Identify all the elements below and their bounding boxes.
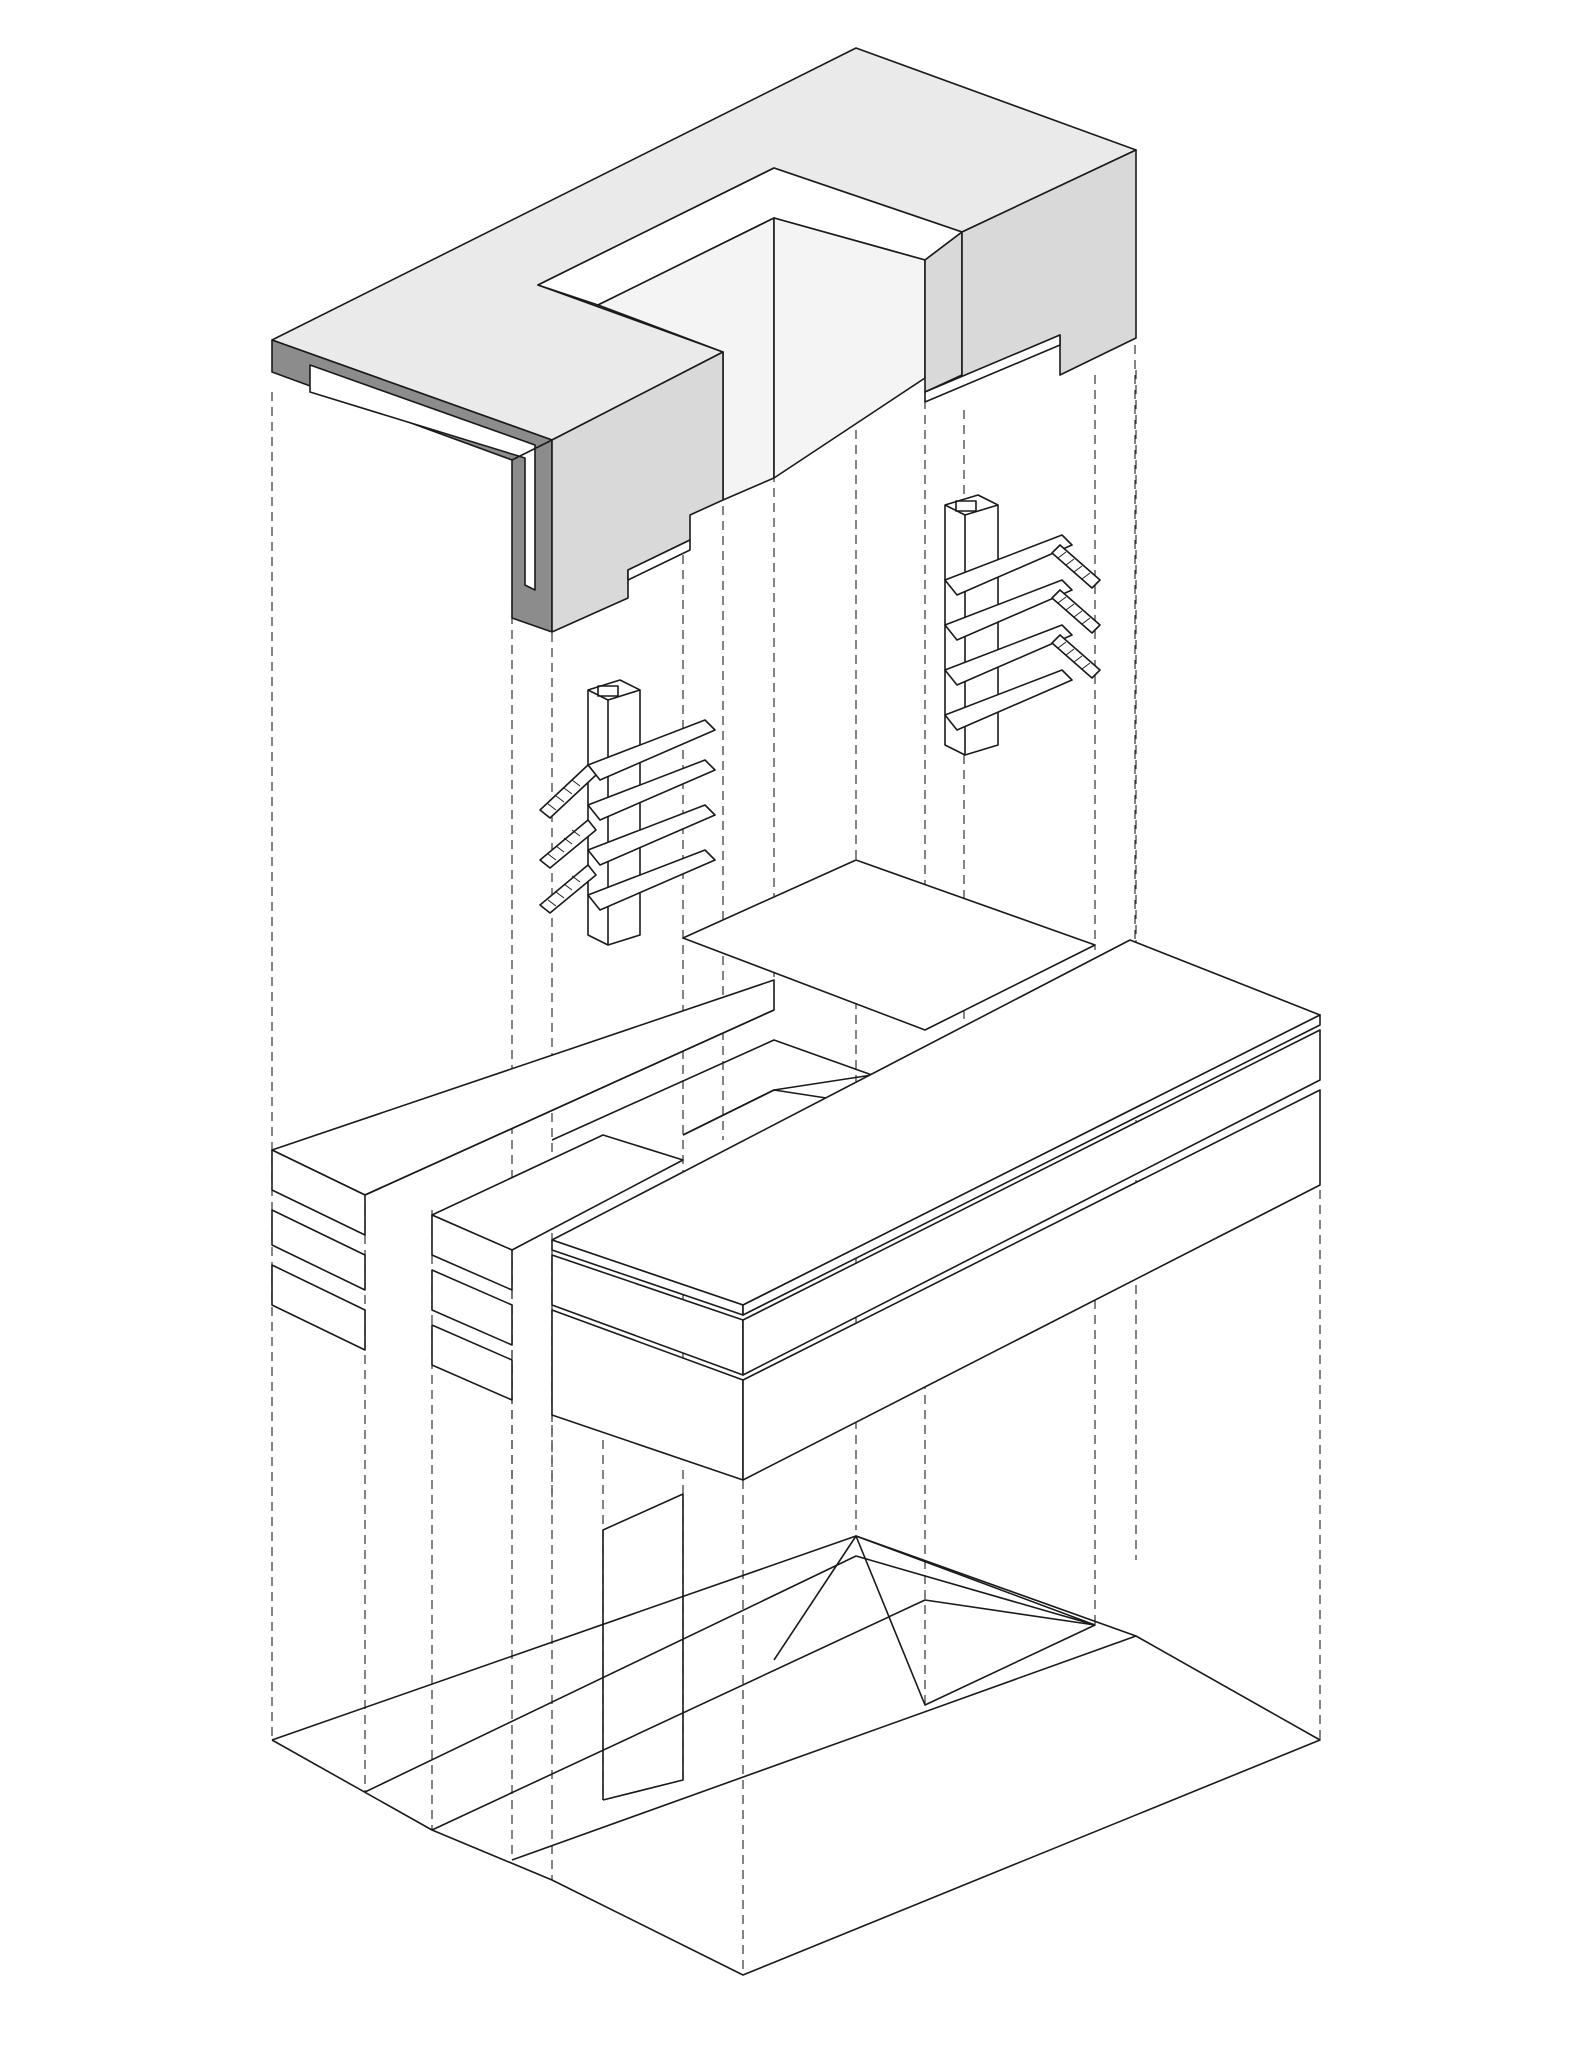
- main-floor-2-right: [742, 1029, 1321, 1376]
- stair-core-left: [539, 679, 716, 946]
- flight-4: [1051, 544, 1101, 589]
- ground-inner-line-a: [364, 1555, 1096, 1793]
- ground-inner-line-b: [431, 1599, 1096, 1831]
- landing-7: [944, 624, 1073, 686]
- ground-inner-line-c: [511, 1635, 1137, 1861]
- roof-left-section-edge: [511, 439, 553, 461]
- ground-courtyard: [602, 1493, 684, 1801]
- main-floor-1-right: [742, 1089, 1321, 1481]
- left-bar-top: [271, 979, 775, 1196]
- rear-slab: [682, 859, 1096, 1031]
- middle-bar-front-1: [431, 1214, 513, 1291]
- ground-outline: [271, 1535, 1321, 1976]
- middle-bar-front-3: [431, 1324, 513, 1401]
- main-slab-right-lip: [742, 1014, 1321, 1316]
- flight-3: [539, 864, 597, 914]
- courtyard-inner-right: [773, 217, 926, 479]
- landing-4: [587, 849, 716, 911]
- stair-core-right: [944, 494, 1101, 756]
- floor-volumes: [271, 859, 1321, 1481]
- flight-6: [1051, 634, 1101, 679]
- courtyard-wall-right: [924, 231, 963, 393]
- middle-bar-front-2: [431, 1269, 513, 1346]
- landing-6: [944, 579, 1073, 641]
- left-bar-front-3: [271, 1264, 366, 1351]
- landing-8: [944, 669, 1073, 731]
- landing-5: [944, 534, 1073, 596]
- flight-2: [539, 819, 597, 869]
- roof-section-void: [309, 364, 536, 591]
- roof-left-notch: [627, 539, 691, 581]
- landing-3: [587, 804, 716, 866]
- stair-cores: [539, 494, 1101, 946]
- left-bar-edge: [364, 1009, 775, 1196]
- courtyard-inner-left: [597, 217, 775, 501]
- left-bar-front-1: [271, 1149, 366, 1236]
- roof-right-notch: [924, 334, 1061, 403]
- landing-2: [587, 759, 716, 821]
- flight-5: [1051, 589, 1101, 634]
- ground-footprint: [271, 1493, 1321, 1976]
- roof: [271, 47, 1137, 633]
- left-bar-front-2: [271, 1209, 366, 1291]
- ground-rear-wing: [773, 1535, 1096, 1706]
